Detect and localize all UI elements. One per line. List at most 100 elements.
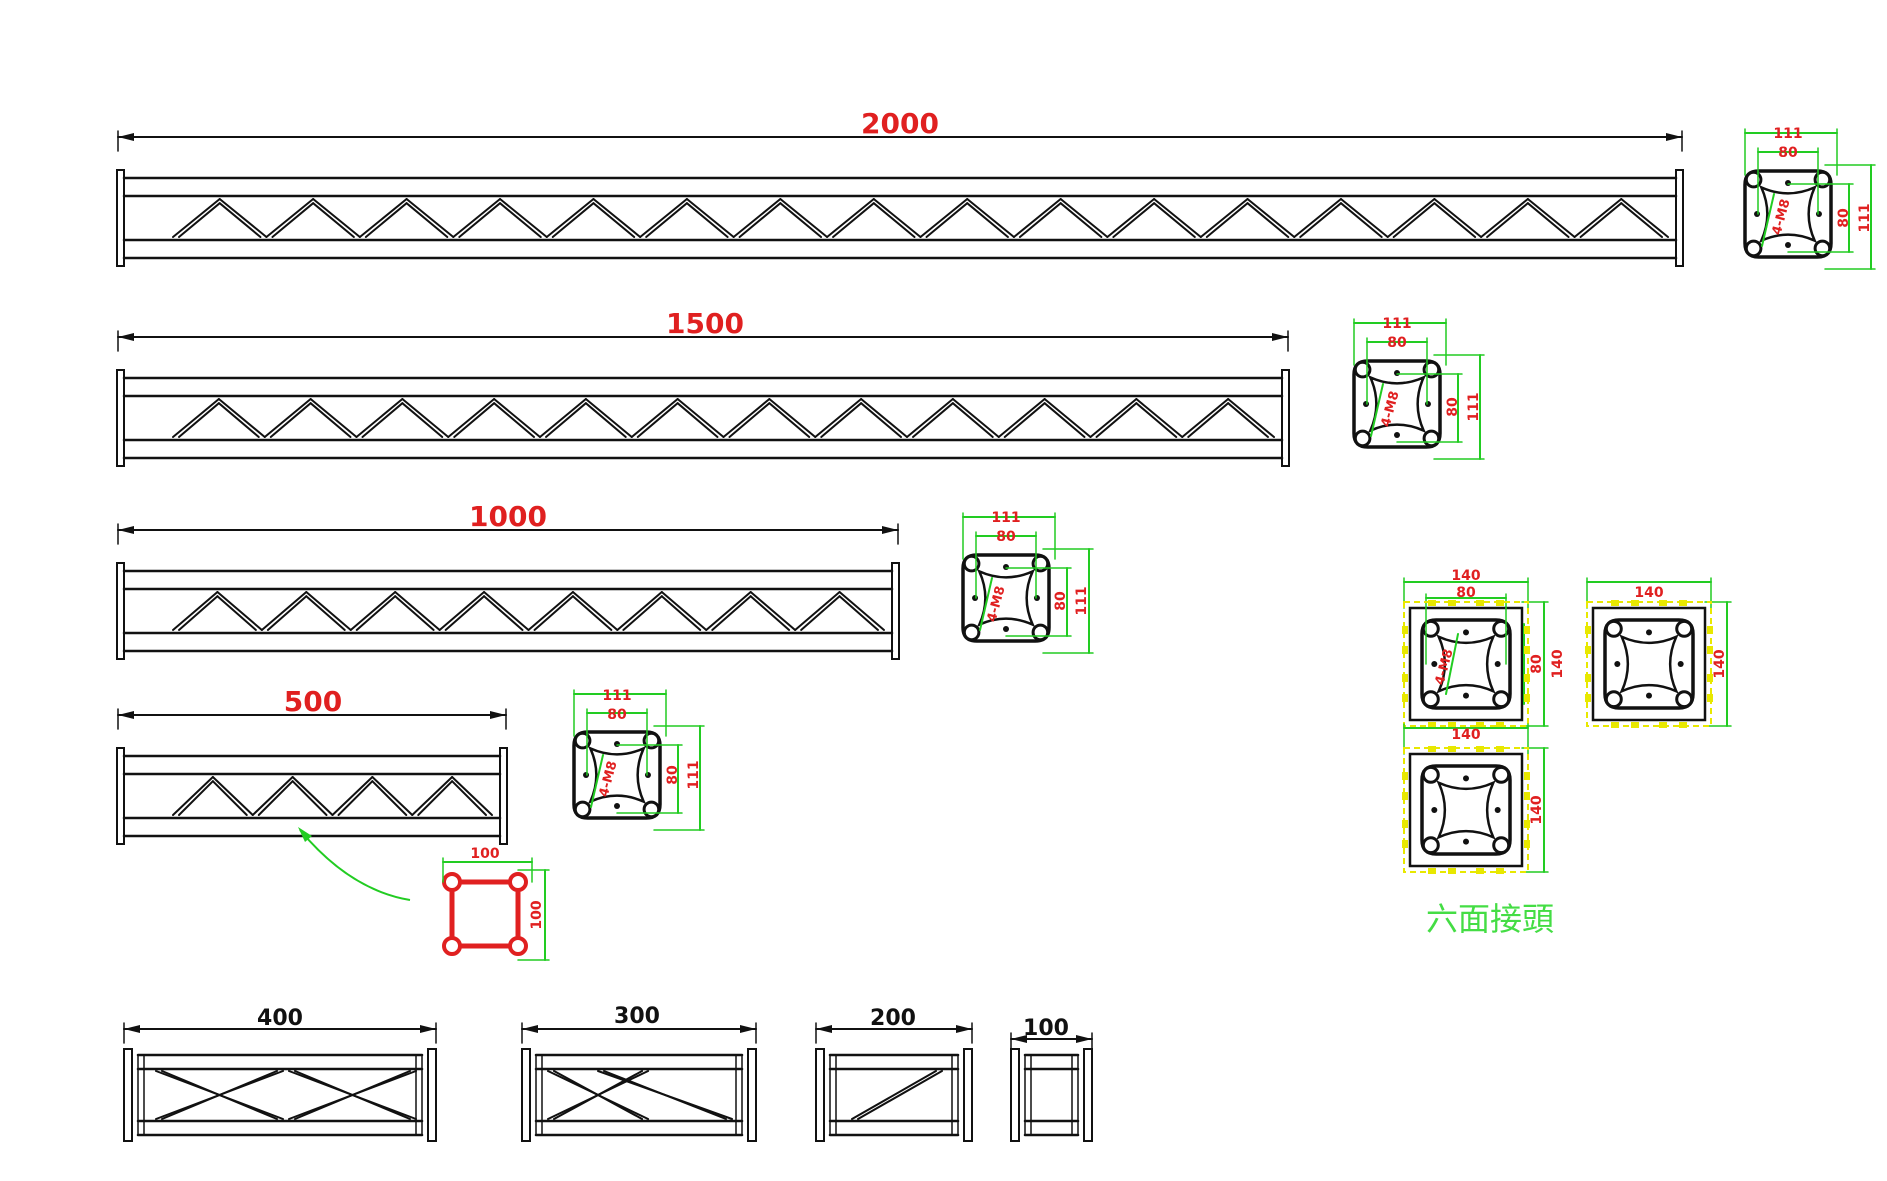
plate-inner-label: 80 [607,707,627,723]
yellow-lug [1524,694,1530,702]
small-hole [614,802,620,809]
bolt-hole [1604,619,1623,638]
bolt-hole [1421,765,1440,784]
web-member [705,591,752,631]
web-member [1089,398,1138,438]
end-flange [521,1048,531,1142]
small-hole [1785,241,1791,248]
six-way-block-3: 140 140 [1402,723,1549,874]
yellow-lug [1659,600,1667,606]
web-member [1620,202,1663,238]
end-flange [116,369,125,467]
web-member [417,780,454,816]
web-member [1059,198,1109,238]
web-member [838,595,879,631]
web-member [358,198,408,238]
yellow-lug [1524,840,1530,848]
plate-side-outer-label: 111 [1857,203,1873,232]
vertical-post [829,1054,837,1136]
red-chord-tube [442,936,462,956]
yellow-lug [1428,746,1436,752]
yellow-lug [1476,746,1484,752]
yellow-lug [1524,626,1530,634]
yellow-lug [1476,722,1484,728]
short-truss-100: 100 [1010,1016,1093,1142]
web-member [364,202,408,238]
bolt-hole [1744,239,1763,258]
web-member [826,198,875,238]
bolt-hole [1031,623,1050,642]
small-hole [1394,431,1400,438]
web-member [1392,202,1436,238]
web-member [1433,198,1483,238]
small-hole [1677,661,1684,667]
end-flange [1010,1048,1020,1142]
plate-outer-label: 111 [1382,316,1411,332]
end-flange [1675,169,1684,267]
yellow-lug [1402,694,1408,702]
yellow-lug [1448,868,1456,874]
small-hole [644,772,651,778]
short-truss-length-label: 200 [870,1006,916,1031]
web-member [172,591,219,631]
small-hole [1033,595,1040,601]
small-hole [1646,629,1652,636]
truss-length-label: 2000 [861,107,939,140]
web-member [1095,402,1138,438]
yellow-lug [1448,722,1456,728]
end-flange [427,1048,437,1142]
web-member [394,591,441,631]
small-hole [1431,807,1438,813]
web-member [966,202,1009,238]
web-member [832,202,875,238]
web-member [820,402,863,438]
web-member [178,202,221,238]
web-member [551,202,595,238]
yellow-lug [1428,600,1436,606]
web-member [912,402,954,438]
web-member [349,591,397,631]
yellow-lug [1631,600,1639,606]
small-hole [972,595,979,601]
web-member [1106,198,1156,238]
bolt-hole [642,800,661,819]
end-flange [891,562,900,660]
web-member [660,595,702,631]
web-member [1433,202,1477,238]
web-member [1043,402,1086,438]
end-plate-500: 111 80 80 111 4-M8 [572,688,705,831]
yellow-lug [1585,646,1591,654]
red-section-side-label: 100 [529,900,545,929]
web-member [660,591,708,631]
bolt-leader [590,754,604,808]
yellow-lug [1428,722,1436,728]
end-plate-1500: 111 80 80 111 4-M8 [1352,316,1485,460]
web-member [533,595,574,631]
web-member [794,591,841,631]
end-flange [116,169,125,267]
web-member [355,595,397,631]
six-way-top-label: 140 [1451,568,1480,584]
six-way-top-label: 140 [1451,727,1480,743]
end-flange [123,1048,133,1142]
six-way-inner-label: 80 [1456,585,1476,601]
plate-inner-label: 80 [1387,335,1407,351]
plate-cutout [1436,780,1496,840]
web-member [211,780,248,816]
web-member [768,398,817,438]
yellow-lug [1707,626,1713,634]
web-member [1199,198,1249,238]
web-member [291,776,334,816]
web-member [592,198,642,238]
web-member [966,198,1015,238]
small-hole [1363,401,1370,407]
bolt-hole [1675,619,1694,638]
red-chord-tube [442,872,462,892]
web-member [527,591,574,631]
web-member [260,591,308,631]
web-member [458,202,502,238]
short-truss-400: 400 [123,1006,437,1142]
web-member [872,202,916,238]
web-member [919,198,969,238]
web-member [361,402,404,438]
